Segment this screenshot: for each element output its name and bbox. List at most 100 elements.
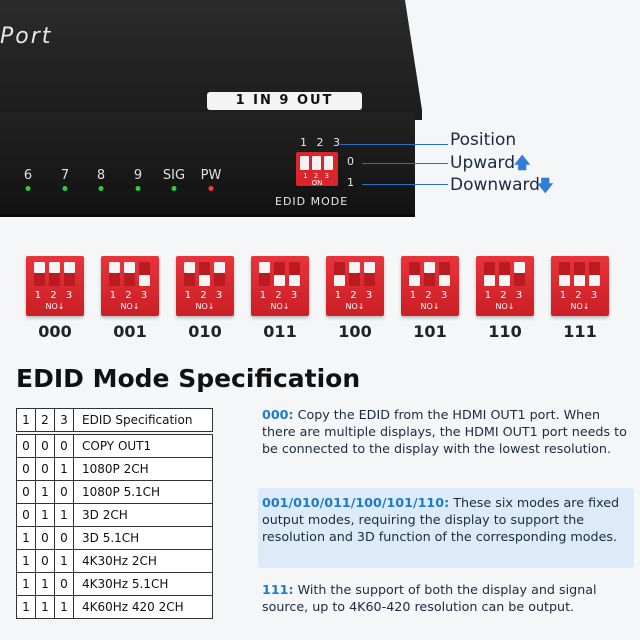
dip-slot bbox=[289, 262, 300, 286]
dip-slot bbox=[274, 262, 285, 286]
dip-knob bbox=[559, 275, 570, 286]
port-label-pw: PW bbox=[200, 168, 222, 183]
dip-slot bbox=[214, 262, 225, 286]
dip-slot bbox=[484, 262, 495, 286]
switch-code-010: 010 bbox=[188, 322, 222, 341]
dip-knob-1 bbox=[300, 156, 309, 170]
table-header-cell: 2 bbox=[35, 408, 55, 432]
dip-numbers: 1 2 3 bbox=[409, 290, 451, 301]
dip-slot bbox=[334, 262, 345, 286]
dip-slot bbox=[34, 262, 45, 286]
dip-slot bbox=[349, 262, 360, 286]
desc-000: 000: Copy the EDID from the HDMI OUT1 po… bbox=[262, 406, 632, 457]
dip-slot bbox=[514, 262, 525, 286]
spec-title: EDID Mode Specification bbox=[16, 364, 361, 393]
table-cell: 0 bbox=[16, 503, 36, 527]
downward-callout-line bbox=[362, 184, 448, 185]
table-cell: 0 bbox=[16, 457, 36, 481]
port-label-8: 8 bbox=[96, 168, 106, 183]
table-cell: 1 bbox=[16, 572, 36, 596]
table-cell: 0 bbox=[16, 480, 36, 504]
table-cell: 0 bbox=[35, 549, 55, 573]
table-cell: 4K30Hz 5.1CH bbox=[73, 572, 213, 596]
desc-text: With the support of both the display and… bbox=[262, 582, 597, 614]
dip-knob bbox=[409, 275, 420, 286]
switch-code-000: 000 bbox=[38, 322, 72, 341]
dip-knob bbox=[364, 262, 375, 273]
table-cell: 1 bbox=[16, 549, 36, 573]
dip-knob bbox=[139, 275, 150, 286]
up-arrow-icon: 🡅 bbox=[514, 153, 531, 172]
dip-on-label: NO↓ bbox=[270, 302, 290, 311]
dip-on-label: NO↓ bbox=[345, 302, 365, 311]
table-header-cell: EDID Specification bbox=[73, 408, 213, 432]
dip-knob bbox=[184, 262, 195, 273]
table-cell: 0 bbox=[35, 526, 55, 550]
desc-text: Copy the EDID from the HDMI OUT1 port. W… bbox=[262, 407, 627, 456]
dip-knob bbox=[574, 275, 585, 286]
position-0-label: 0 bbox=[347, 155, 354, 168]
brand-logo: Port bbox=[0, 24, 53, 49]
dip-numbers: 1 2 3 bbox=[109, 290, 151, 301]
upward-callout-line bbox=[362, 163, 448, 164]
dip-slot bbox=[439, 262, 450, 286]
table-cell: 4K60Hz 420 2CH bbox=[73, 595, 213, 619]
dip-on-label: NO↓ bbox=[45, 302, 65, 311]
dip-slot bbox=[259, 262, 270, 286]
port-label-6: 6 bbox=[23, 168, 33, 183]
downward-callout: Downward bbox=[450, 175, 540, 195]
dip-knob bbox=[439, 275, 450, 286]
dip-slot bbox=[49, 262, 60, 286]
dip-numbers: 1 2 3 bbox=[334, 290, 376, 301]
dip-numbers: 1 2 3 bbox=[559, 290, 601, 301]
table-cell: 0 bbox=[35, 457, 55, 481]
dip-on-label: NO↓ bbox=[495, 302, 515, 311]
dip-knob bbox=[49, 262, 60, 273]
device-dip-switch[interactable]: 1 2 3 ON bbox=[296, 152, 338, 187]
port-label-7: 7 bbox=[60, 168, 70, 183]
switch-code-100: 100 bbox=[338, 322, 372, 341]
table-cell: 1 bbox=[16, 595, 36, 619]
dip-numbers: 1 2 3 bbox=[34, 290, 76, 301]
dip-tiny-numbers: 1 2 3 bbox=[303, 172, 331, 180]
dip-slot bbox=[499, 262, 510, 286]
desc-code: 001/010/011/100/101/110: bbox=[262, 495, 450, 510]
table-cell: 3D 5.1CH bbox=[73, 526, 213, 550]
led-pw bbox=[208, 186, 214, 191]
dip-numbers: 1 2 3 bbox=[184, 290, 226, 301]
dip-slot bbox=[109, 262, 120, 286]
dip-knob bbox=[589, 275, 600, 286]
desc-text: These six modes are fixed output modes, … bbox=[262, 495, 620, 544]
switch-code-001: 001 bbox=[113, 322, 147, 341]
dip-knob bbox=[34, 262, 45, 273]
table-cell: 3D 2CH bbox=[73, 503, 213, 527]
dip-slot bbox=[589, 262, 600, 286]
dip-on-label: NO↓ bbox=[420, 302, 440, 311]
position-callout-line bbox=[340, 144, 448, 145]
dip-on-label: ON bbox=[311, 179, 323, 187]
dip-numbers: 1 2 3 bbox=[484, 290, 526, 301]
table-cell: 1 bbox=[54, 457, 74, 481]
dip-on-label: NO↓ bbox=[120, 302, 140, 311]
port-label-sig: SIG bbox=[162, 168, 186, 183]
table-cell: 1080P 5.1CH bbox=[73, 480, 213, 504]
dip-numbers: 1 2 3 bbox=[259, 290, 301, 301]
desc-fixed-modes: 001/010/011/100/101/110: These six modes… bbox=[262, 494, 632, 545]
led-sig bbox=[171, 186, 177, 191]
led-6 bbox=[25, 186, 31, 191]
dip-knob bbox=[124, 262, 135, 273]
upward-callout: Upward bbox=[450, 153, 516, 173]
dip-knob bbox=[199, 275, 210, 286]
